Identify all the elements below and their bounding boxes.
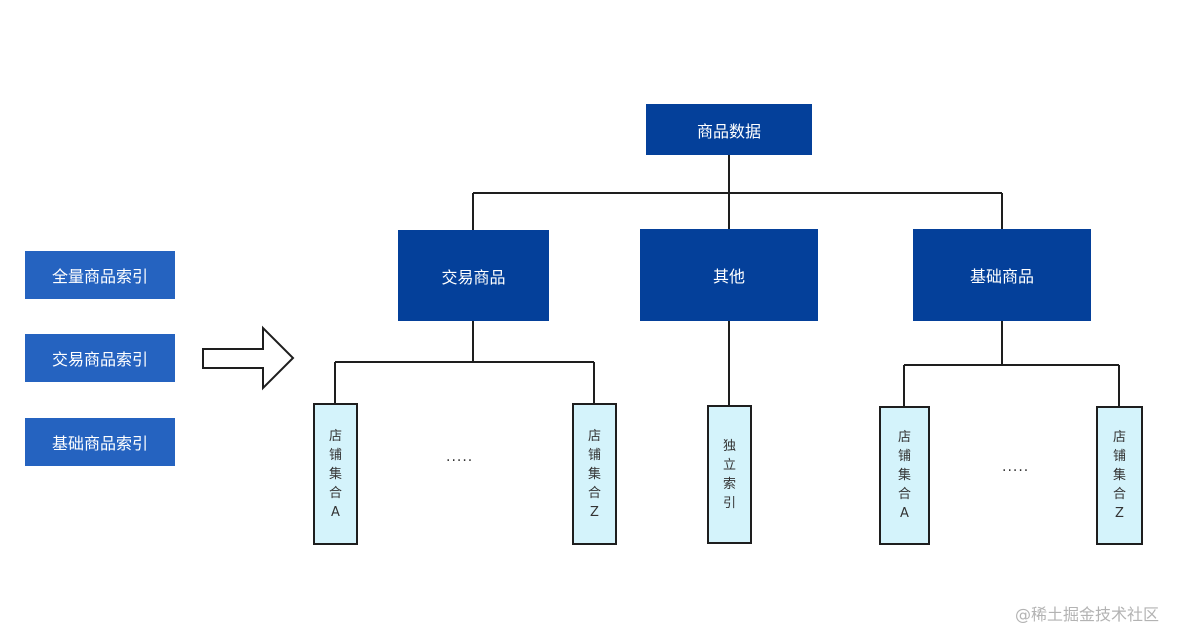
index-base-products-label: 基础商品索引 [51, 434, 148, 453]
leaf-trade-store-set-z-label: 店铺集合Z [587, 428, 601, 520]
node-product-data-label: 商品数据 [696, 121, 761, 141]
index-trade-products: 交易商品索引 [25, 334, 175, 382]
leaf-base-store-set-a: 店铺集合A [879, 406, 930, 545]
watermark: @稀土掘金技术社区 [1014, 605, 1159, 624]
right-arrow-icon [202, 325, 295, 391]
leaf-independent-index: 独立索引 [707, 405, 752, 544]
node-base-products: 基础商品 [913, 229, 1091, 321]
leaf-base-store-set-a-label: 店铺集合A [897, 430, 911, 521]
node-trade-products: 交易商品 [398, 230, 549, 321]
node-other-label: 其他 [712, 267, 745, 286]
leaf-trade-store-set-a-label: 店铺集合A [328, 428, 342, 520]
ellipsis-trade: ..... [446, 449, 474, 465]
leaf-trade-store-set-a: 店铺集合A [313, 403, 358, 545]
ellipsis-base: ..... [1002, 459, 1030, 475]
node-other: 其他 [640, 229, 818, 321]
node-trade-products-label: 交易商品 [441, 267, 506, 287]
index-base-products: 基础商品索引 [25, 418, 175, 466]
leaf-base-store-set-z-label: 店铺集合Z [1112, 430, 1126, 521]
index-full-products: 全量商品索引 [25, 251, 175, 299]
index-trade-products-label: 交易商品索引 [51, 350, 148, 369]
index-full-products-label: 全量商品索引 [51, 267, 148, 286]
node-base-products-label: 基础商品 [969, 267, 1034, 286]
leaf-independent-index-label: 独立索引 [722, 438, 736, 511]
node-product-data: 商品数据 [646, 104, 812, 155]
leaf-base-store-set-z: 店铺集合Z [1096, 406, 1143, 545]
leaf-trade-store-set-z: 店铺集合Z [572, 403, 617, 545]
